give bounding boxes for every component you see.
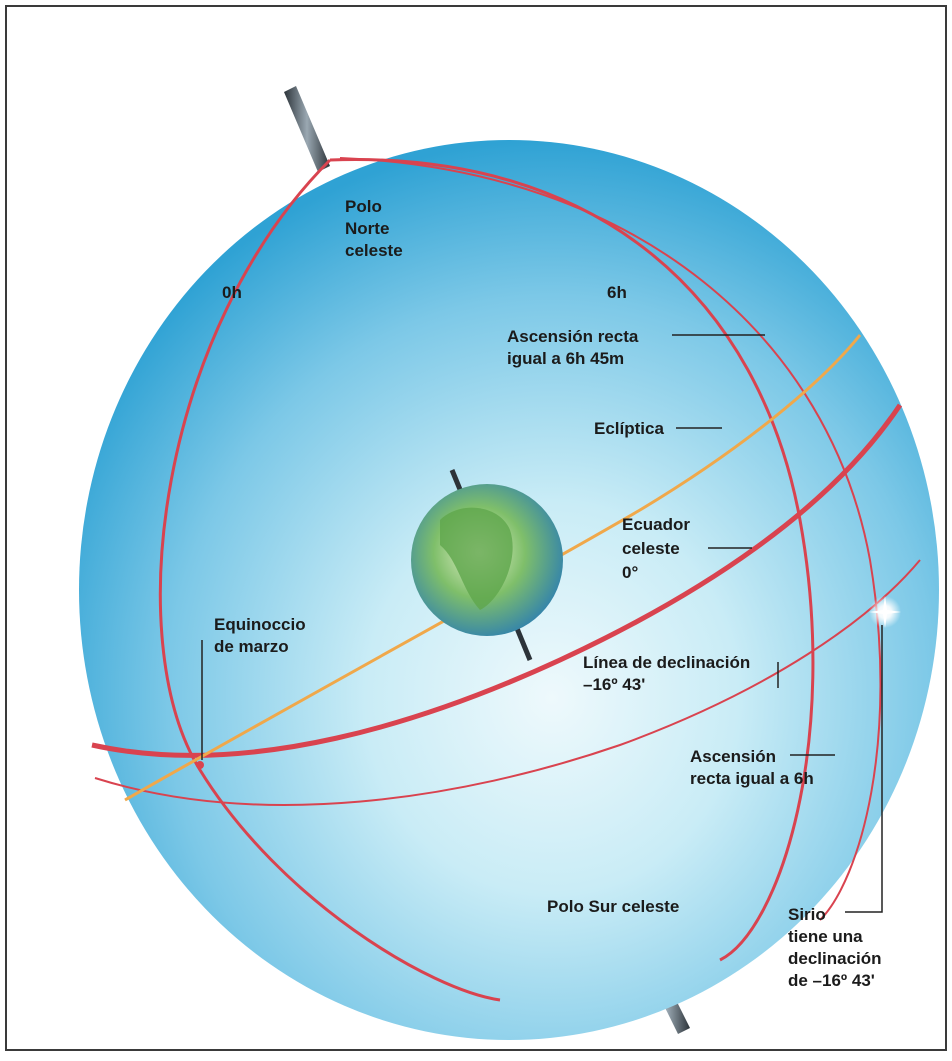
earth-continents	[440, 507, 513, 610]
label-celestial-equator: Ecuador celeste 0°	[622, 515, 695, 582]
label-sirius: Sirio tiene una declinación de –16º 43'	[788, 905, 886, 990]
leader-sirius	[845, 625, 883, 913]
label-hour-6h: 6h	[607, 283, 627, 302]
ecliptic-line	[124, 334, 862, 802]
declination-line	[94, 559, 921, 806]
label-equinox: Equinoccio de marzo	[214, 615, 310, 656]
sirius-sparkle-icon	[869, 596, 901, 628]
hour-circle-0h	[158, 158, 501, 1002]
label-ecliptic: Eclíptica	[594, 419, 664, 438]
label-ra-6h45m: Ascensión recta igual a 6h 45m	[507, 327, 643, 368]
label-south-pole: Polo Sur celeste	[547, 897, 679, 916]
equinox-point	[196, 761, 204, 769]
label-hour-0h: 0h	[222, 283, 242, 302]
label-ra-6h: Ascensión recta igual a 6h	[690, 747, 814, 788]
north-axis-rod	[284, 86, 330, 172]
celestial-equator	[91, 403, 903, 758]
hour-circle-6h	[329, 158, 815, 962]
label-north-pole: Polo Norte celeste	[345, 197, 403, 260]
hour-circle-6h45m	[339, 157, 882, 921]
label-declination-line: Línea de declinación –16º 43'	[583, 653, 755, 694]
